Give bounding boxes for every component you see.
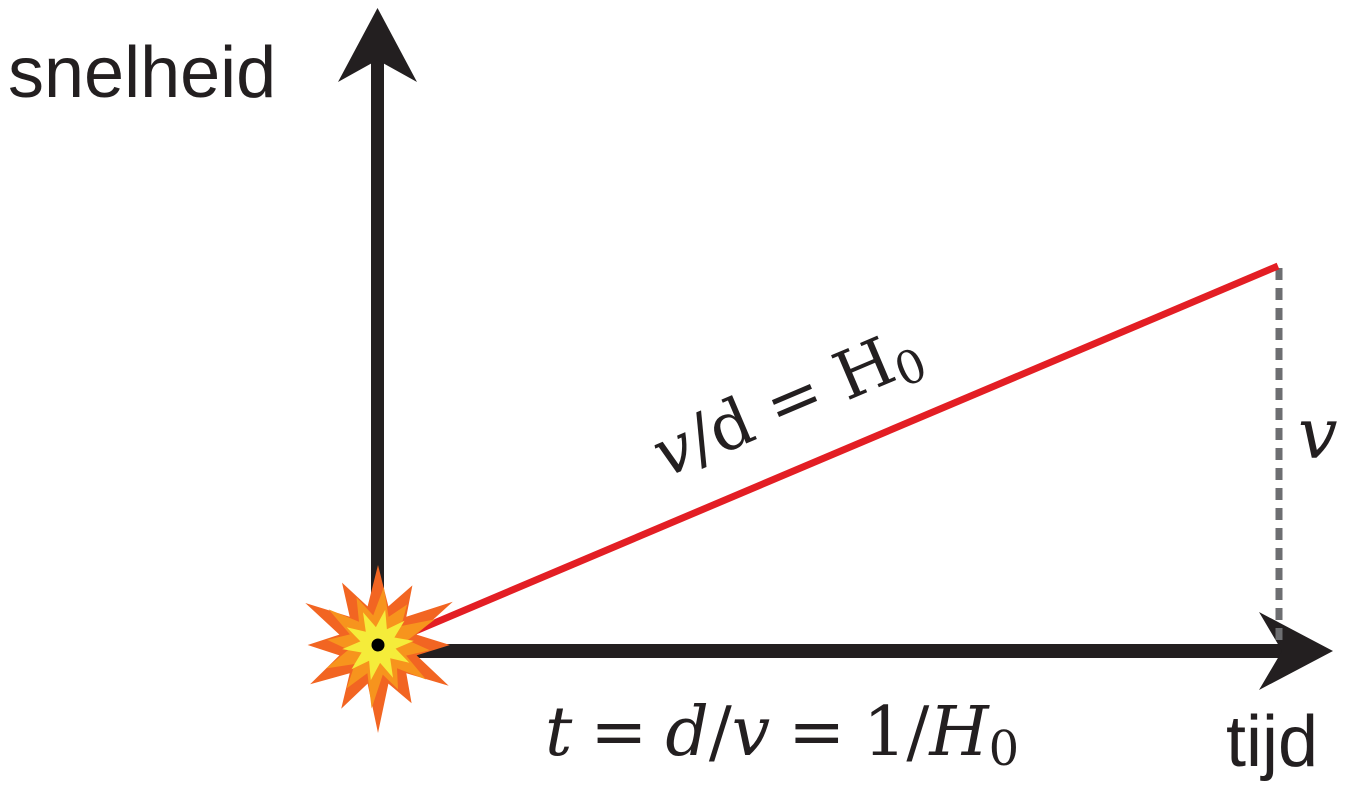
line-eq-equals: = [753,353,834,445]
bottom-eq-slash: / [709,693,732,772]
hubble-line [378,262,1280,650]
bottom-eq-t: t [545,693,573,772]
bottom-eq-v: v [732,693,770,772]
height-v-label: v [1298,393,1338,475]
x-axis-label: tijd [1226,702,1318,782]
x-axis [371,612,1333,690]
line-eq-h: H [823,322,906,415]
bottom-eq-one-slash: 1/ [863,693,929,772]
y-axis-arrowhead [338,8,417,82]
bottom-eq-h: H [927,693,990,772]
bottom-eq-d: d [665,693,709,772]
y-axis-line [371,60,384,650]
bottom-equation: t=d/v=1/H0 [545,693,1019,777]
svg-text:t=d/v=1/H0: t=d/v=1/H0 [545,693,1019,777]
bottom-eq-sub: 0 [989,721,1020,777]
burst-center-dot [371,638,385,652]
x-axis-line [371,644,1291,658]
svg-text:v/d=H0: v/d=H0 [641,311,934,497]
line-equation: v/d=H0 [641,311,934,497]
bottom-eq-equals-1: = [590,693,647,772]
big-bang-burst-icon [305,565,453,733]
bottom-eq-equals-2: = [788,693,845,772]
y-axis-label: snelheid [8,33,276,113]
y-axis [338,8,417,650]
